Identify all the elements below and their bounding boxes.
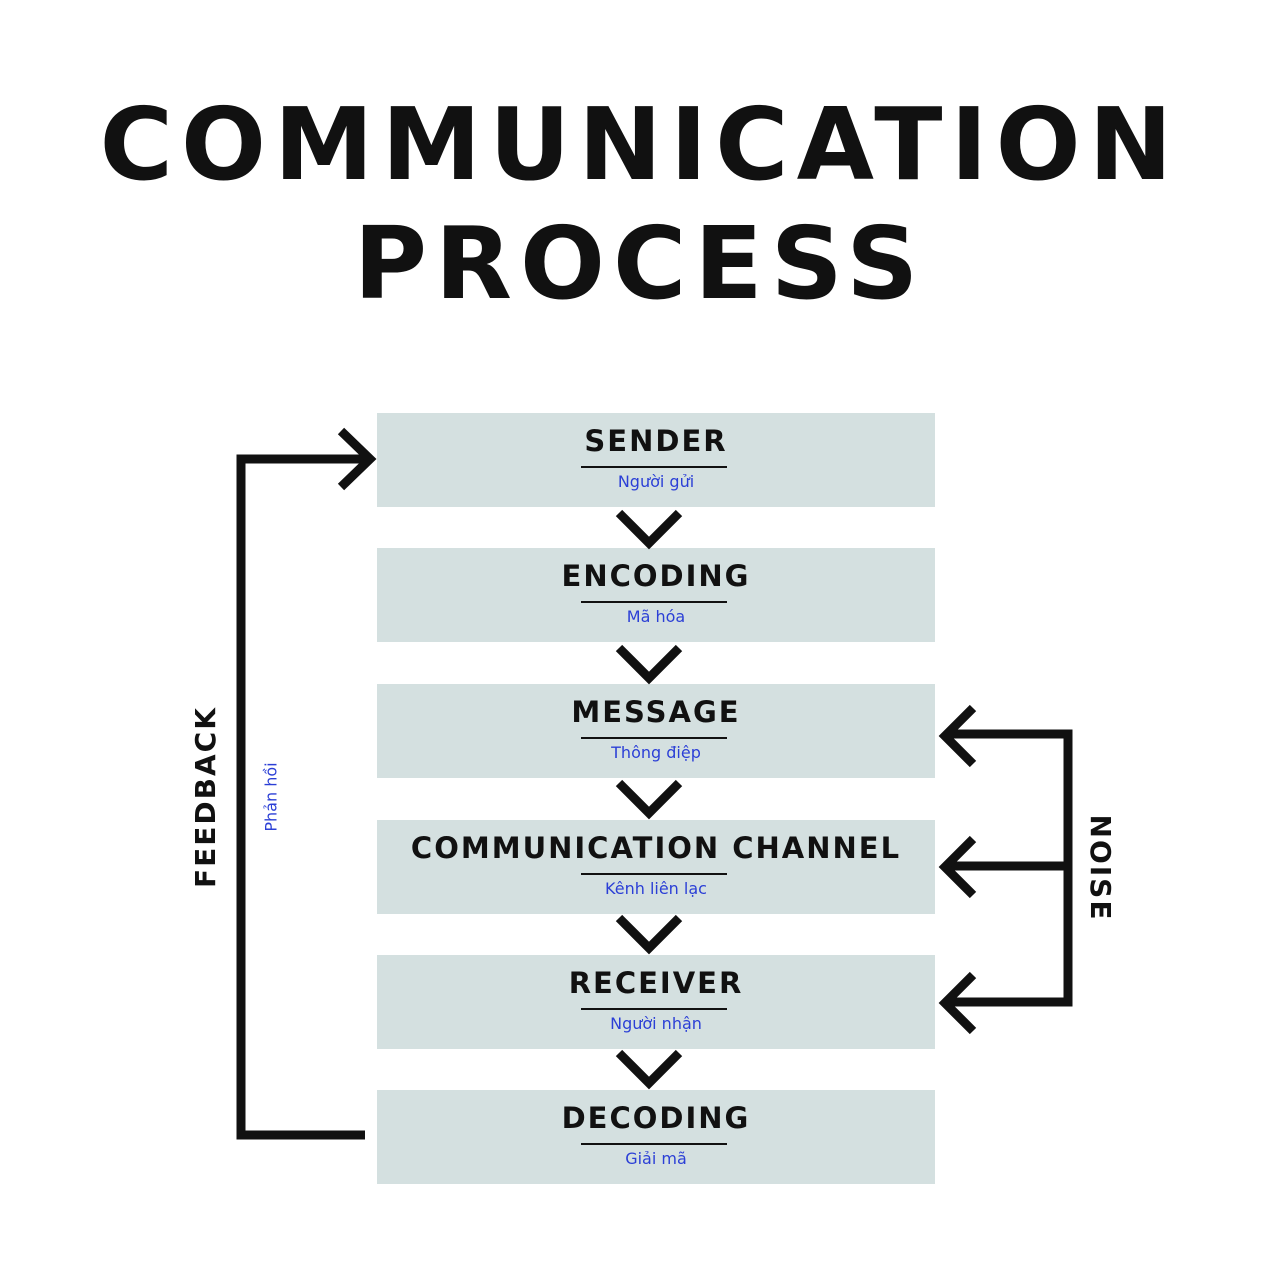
step-decoding-label: DECODING xyxy=(561,1101,751,1135)
step-sender: SENDER Người gửi xyxy=(377,413,935,507)
step-sender-sublabel: Người gửi xyxy=(617,472,695,491)
step-communication-channel-label: COMMUNICATION CHANNEL xyxy=(410,831,902,865)
step-decoding-underline xyxy=(581,1143,727,1145)
feedback-label: FEEDBACK xyxy=(189,706,222,888)
step-message-label: MESSAGE xyxy=(571,695,741,729)
step-encoding-label: ENCODING xyxy=(561,559,751,593)
step-message-underline xyxy=(581,737,727,739)
flow-chevron-2 xyxy=(615,644,683,685)
flow-chevron-5 xyxy=(615,1049,683,1090)
step-receiver-label: RECEIVER xyxy=(568,966,744,1000)
feedback-arrowhead xyxy=(337,427,377,491)
noise-arrowhead-message xyxy=(938,704,977,768)
step-encoding-sublabel: Mã hóa xyxy=(626,607,686,626)
step-sender-underline xyxy=(581,466,727,468)
step-communication-channel: COMMUNICATION CHANNEL Kênh liên lạc xyxy=(377,820,935,914)
step-receiver-sublabel: Người nhận xyxy=(610,1014,702,1033)
step-communication-channel-sublabel: Kênh liên lạc xyxy=(605,879,707,898)
step-sender-label: SENDER xyxy=(584,424,728,458)
step-receiver-underline xyxy=(581,1008,727,1010)
noise-arrowhead-receiver xyxy=(938,971,977,1035)
step-decoding-sublabel: Giải mã xyxy=(625,1149,687,1168)
step-encoding: ENCODING Mã hóa xyxy=(377,548,935,642)
step-decoding: DECODING Giải mã xyxy=(377,1090,935,1184)
step-encoding-underline xyxy=(581,601,727,603)
noise-label: NOISE xyxy=(1084,815,1117,922)
step-message-sublabel: Thông điệp xyxy=(611,743,701,762)
feedback-sublabel: Phản hồi xyxy=(262,762,281,831)
flow-chevron-3 xyxy=(615,779,683,820)
step-message: MESSAGE Thông điệp xyxy=(377,684,935,778)
noise-arrowhead-channel xyxy=(938,835,977,899)
step-communication-channel-underline xyxy=(581,873,727,875)
step-receiver: RECEIVER Người nhận xyxy=(377,955,935,1049)
flow-chevron-4 xyxy=(615,914,683,955)
flow-chevron-1 xyxy=(615,509,683,550)
feedback-loop-line xyxy=(236,454,368,1140)
diagram-title-line-2: PROCESS xyxy=(353,205,927,322)
diagram-title-line-1: COMMUNICATION xyxy=(99,86,1181,203)
